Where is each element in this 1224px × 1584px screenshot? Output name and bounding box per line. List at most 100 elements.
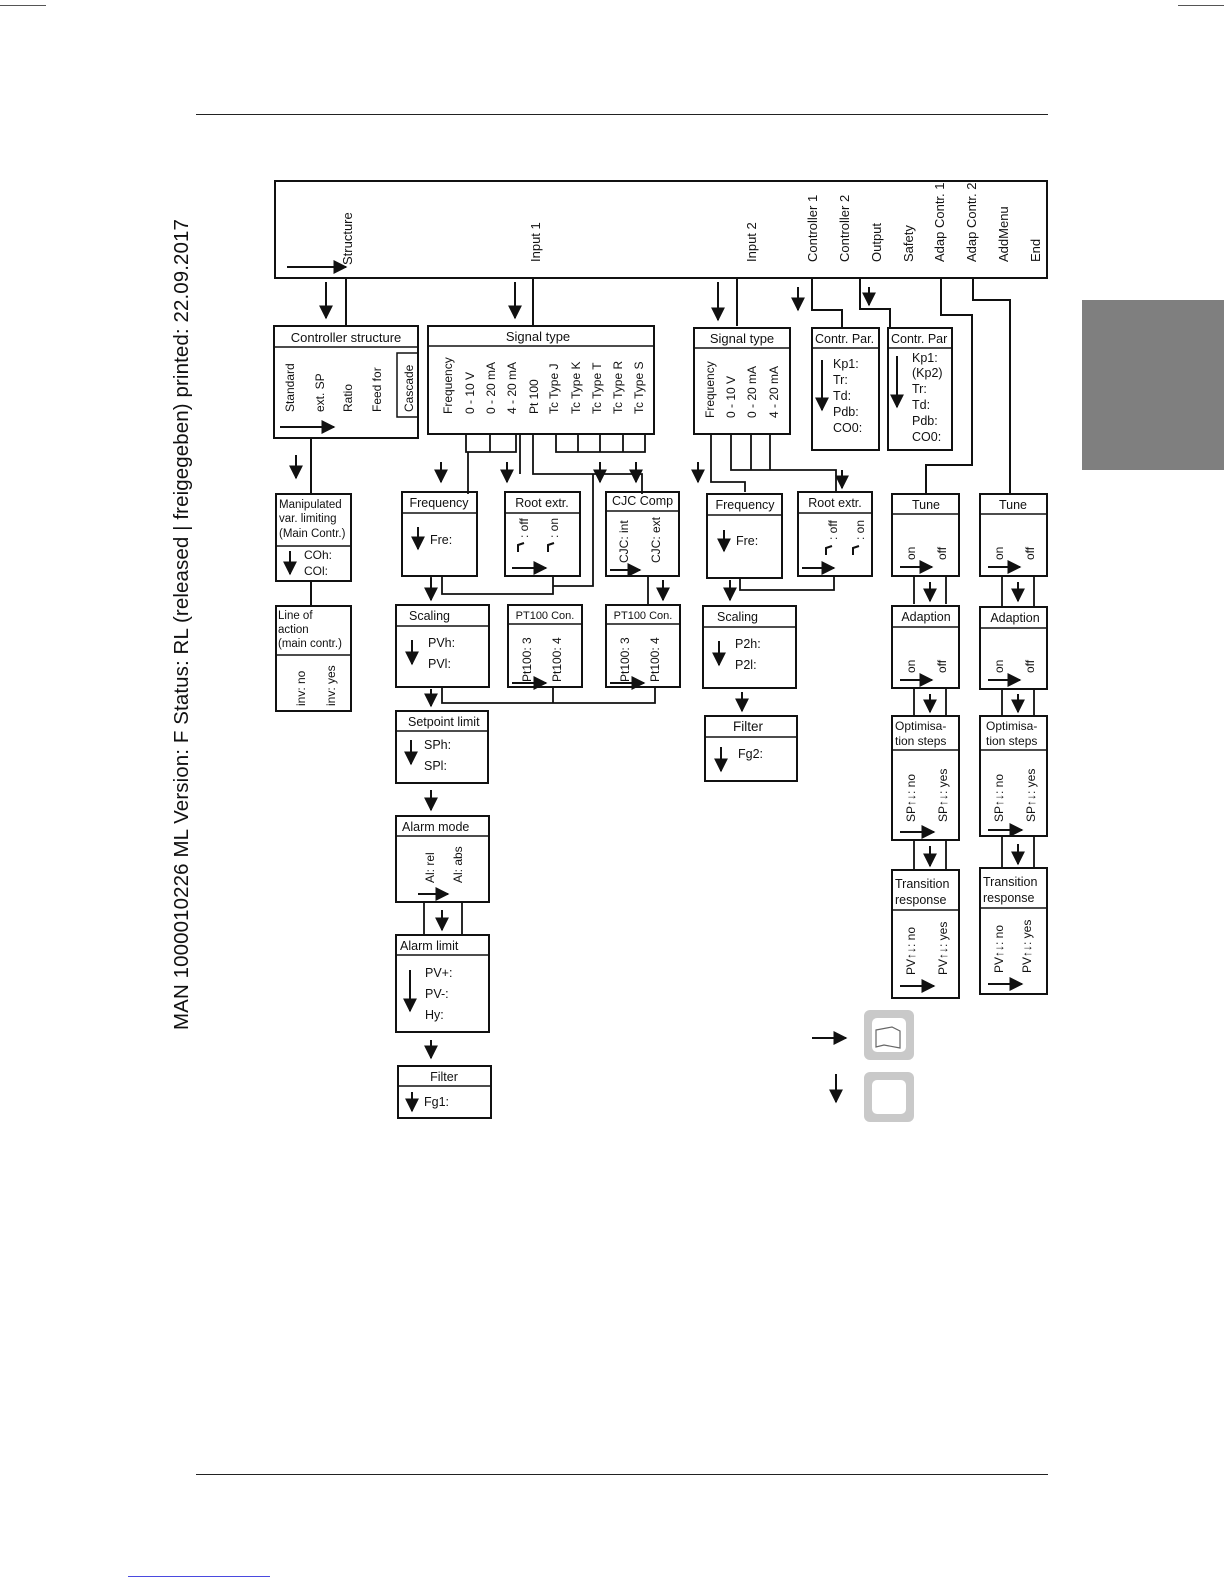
adap1-trans-no: PV↑↓: no (904, 927, 918, 975)
st1-tcj: Tc Type J (547, 364, 561, 414)
pt100-con-1-3: Pt100: 3 (520, 637, 534, 682)
signal-type-1-box: Signal type Frequency 0 - 10 V 0 - 20 mA… (427, 325, 655, 435)
manipulated-title-2: var. limiting (279, 513, 337, 525)
adap1-opt-yes: SP↑↓: yes (936, 769, 950, 822)
adap2-trans-yes: PV↑↓: yes (1020, 920, 1034, 973)
filter-2-title: Filter (733, 719, 764, 734)
root-extr-1-on: : on (547, 518, 561, 538)
st1-4-20ma: 4 - 20 mA (505, 362, 519, 414)
menu-adap1: Adap Contr. 1 (932, 183, 947, 263)
root-extr-2-off: : off (826, 520, 840, 540)
adap2-adaption-on: on (992, 660, 1006, 673)
filter-2-fg2: Fg2: (738, 747, 763, 761)
alarm-mode-box: Alarm mode Al: rel Al: abs (395, 815, 490, 903)
signal-type-2-tree (691, 434, 849, 492)
enter-key-icon (864, 1010, 914, 1060)
alarm-limit-hy: Hy: (425, 1008, 444, 1022)
adap2-adaption-off: off (1023, 659, 1037, 673)
setpoint-limit-title: Setpoint limit (408, 715, 480, 729)
contr-par-2-box: Contr. Par Kp1: (Kp2) Tr: Td: Pdb: CO0: (887, 327, 953, 451)
adap1-tune-on: on (904, 547, 918, 560)
manipulated-title-1: Manipulated (279, 499, 342, 511)
cp1-co0: CO0: (833, 421, 862, 435)
root-extr-2-box: Root extr. : off : on (797, 491, 873, 577)
top-menu-bar: Structure Input 1 Input 2 Controller 1 C… (274, 180, 1048, 279)
legend (812, 1010, 914, 1122)
adap2-tune-title: Tune (999, 498, 1027, 512)
menu-controller1: Controller 1 (805, 195, 820, 262)
cjc-ext: CJC: ext (649, 516, 663, 563)
pt100-con-1-4: Pt100: 4 (550, 637, 564, 682)
loa-option-no: inv: no (294, 670, 308, 706)
adap2-tune-on: on (992, 547, 1006, 560)
st2-frequency: Frequency (703, 361, 717, 418)
setpoint-limit-sph: SPh: (424, 738, 451, 752)
menu-safety: Safety (901, 225, 916, 262)
scaling-2-p2l: P2l: (735, 658, 757, 672)
controller-structure-box: Controller structure Standard ext. SP Ra… (273, 325, 419, 439)
st1-tcs: Tc Type S (632, 362, 646, 414)
cp2-co0: CO0: (912, 430, 941, 444)
cp1-td: Td: (833, 389, 851, 403)
crop-mark-left (0, 5, 46, 6)
controller-structure-title: Controller structure (291, 330, 402, 345)
cp2-tr: Tr: (912, 382, 927, 396)
filter-1-title: Filter (430, 1070, 458, 1084)
cs-option-ratio: Ratio (341, 384, 355, 412)
root-extr-1-title: Root extr. (515, 496, 569, 510)
adap1-opt-title-2: tion steps (895, 734, 946, 748)
menu-addmenu: AddMenu (996, 206, 1011, 262)
adap1-tune-off: off (935, 546, 949, 560)
loa-option-yes: inv: yes (324, 665, 338, 706)
st2-0-10v: 0 - 10 V (724, 376, 738, 418)
scaling-2-title: Scaling (717, 610, 758, 624)
footer-rule (196, 1474, 1048, 1475)
menu-adap2: Adap Contr. 2 (964, 183, 979, 263)
cs-option-feedfor: Feed for (370, 367, 384, 412)
loa-title-3: (main contr.) (278, 638, 342, 650)
cp2-kp1: Kp1: (912, 351, 938, 365)
pt100-con-1-box: PT100 Con. Pt100: 3 Pt100: 4 (507, 604, 583, 690)
adap1-opt-no: SP↑↓: no (904, 774, 918, 822)
root-extr-1-off: : off (517, 518, 531, 538)
root-extr-1-box: Root extr. : off : on (504, 491, 581, 577)
st2-0-20ma: 0 - 20 mA (745, 366, 759, 418)
menu-input2: Input 2 (744, 222, 759, 262)
scaling-1-title: Scaling (409, 609, 450, 623)
loa-title-2: action (278, 624, 309, 636)
contr-par-2-title: Contr. Par (891, 332, 947, 346)
alarm-limit-pvplus: PV+: (425, 966, 452, 980)
adap2-trans-title-2: response (983, 891, 1034, 905)
st1-0-10v: 0 - 10 V (463, 372, 477, 414)
alarm-mode-lines (423, 902, 463, 935)
pt100-con-2-title: PT100 Con. (614, 610, 673, 622)
adap2-opt-title-2: tion steps (986, 734, 1037, 748)
cp1-tr: Tr: (833, 373, 848, 387)
alarm-mode-abs: Al: abs (451, 846, 465, 883)
manipulated-coh: COh: (304, 548, 332, 562)
menu-output: Output (869, 223, 884, 262)
signal-type-2-box: Signal type Frequency 0 - 10 V 0 - 20 mA… (693, 327, 791, 435)
cs-option-extsp: ext. SP (313, 373, 327, 412)
st1-tck: Tc Type K (569, 362, 583, 414)
manipulated-box: Manipulated var. limiting (Main Contr.) … (275, 493, 352, 582)
st1-pt100: Pt 100 (527, 379, 541, 414)
menu-input1: Input 1 (528, 222, 543, 262)
manipulated-title-3: (Main Contr.) (279, 528, 346, 540)
frequency-1-item: Fre: (430, 533, 452, 547)
adap1-trans-title-2: response (895, 893, 946, 907)
root-extr-2-on: : on (853, 520, 867, 540)
adap1-trans-yes: PV↑↓: yes (936, 922, 950, 975)
menu-structure: Structure (340, 212, 355, 265)
adap1-column: Tune on off Adaption on off Optimisa- ti… (891, 493, 960, 999)
signal-type-1-title: Signal type (506, 329, 570, 344)
alarm-limit-box: Alarm limit PV+: PV-: Hy: (395, 934, 490, 1033)
sqrt-symbol-icon (852, 545, 860, 555)
adap1-trans-title-1: Transition (895, 877, 949, 891)
frequency-2-box: Frequency Fre: (706, 493, 783, 579)
adap1-adaption-on: on (904, 660, 918, 673)
menu-end: End (1028, 239, 1043, 262)
contr-par-1-box: Contr. Par. Kp1: Tr: Td: Pdb: CO0: (811, 327, 880, 451)
alarm-mode-title: Alarm mode (402, 820, 469, 834)
alarm-mode-rel: Al: rel (423, 852, 437, 883)
